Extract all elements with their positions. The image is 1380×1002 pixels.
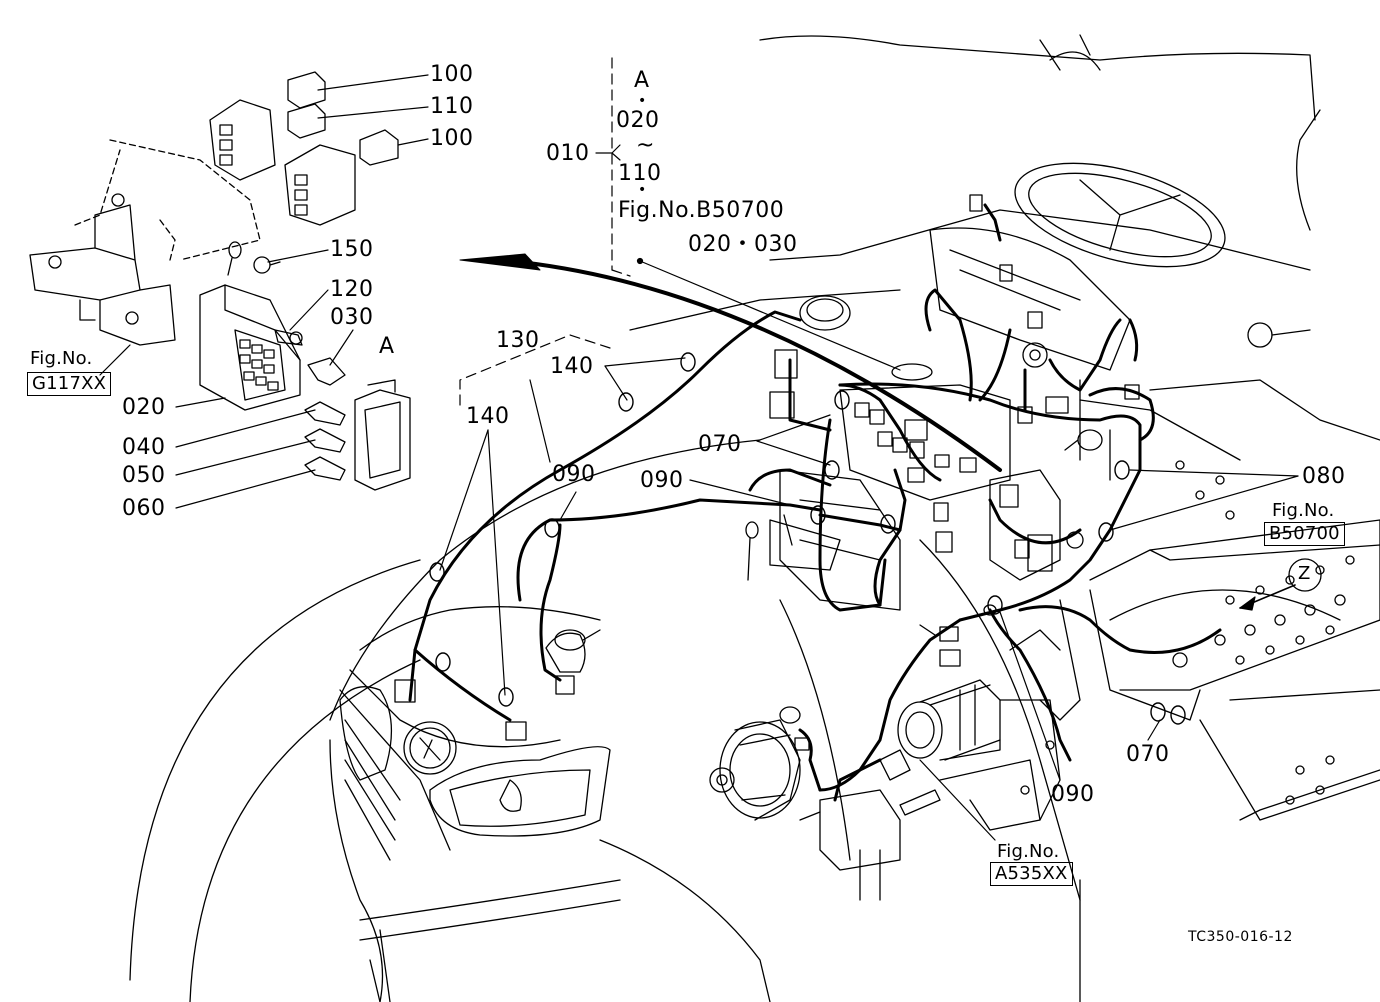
fig-ref-a535-line1: Fig.No. [997, 841, 1060, 862]
z-marker: Z [1298, 563, 1311, 584]
hood-grille [339, 606, 621, 1002]
callout-100-bottom: 100 [430, 126, 474, 151]
steering-wheel [1014, 34, 1226, 268]
wire-harness [408, 203, 1222, 802]
callout-140-upper: 140 [550, 354, 594, 379]
callout-090-lower: 090 [1051, 782, 1095, 807]
tires [129, 559, 1380, 1002]
alternator [709, 706, 810, 821]
dash-panel [799, 227, 1131, 381]
bracket-sub-parts: 020・030 [688, 232, 798, 257]
dashed-frames [459, 57, 631, 406]
bracket-range-start: 020 [616, 108, 660, 133]
fig-ref-b50700-line1: Fig.No. [1272, 500, 1335, 521]
callout-040: 040 [122, 435, 166, 460]
fig-ref-g117-line2: G117XX [27, 372, 112, 396]
callout-120: 120 [330, 277, 374, 302]
starter-motor [879, 649, 1001, 781]
fig-ref-a535-line2: A535XX [990, 862, 1073, 886]
detail-arrow [459, 253, 1002, 472]
callout-060: 060 [122, 496, 166, 521]
callout-090-mid: 090 [640, 468, 684, 493]
callout-130: 130 [496, 328, 540, 353]
bracket-range-end: 110 [618, 161, 662, 186]
callout-a-cover: A [379, 334, 395, 359]
fig-ref-b50700-line2: B50700 [1264, 522, 1345, 546]
wire-clamps [429, 352, 1186, 725]
fig-ref-g117-line1: Fig.No. [30, 348, 93, 369]
callout-100-top: 100 [430, 62, 474, 87]
callout-070-upper: 070 [698, 432, 742, 457]
callout-090-left: 090 [552, 462, 596, 487]
bracket-tilde: ~ [636, 133, 655, 158]
engine-block [819, 629, 1061, 901]
bracket-dot-2: • [638, 182, 647, 198]
tractor-body-outline [329, 35, 1321, 1002]
drawing-id: TC350-016-12 [1188, 929, 1293, 945]
switches-sensors [394, 194, 1140, 821]
callout-070-lower: 070 [1126, 742, 1170, 767]
bracket-a: A [634, 68, 650, 93]
callout-020: 020 [122, 395, 166, 420]
callout-030: 030 [330, 305, 374, 330]
bracket-fig-ref: Fig.No.B50700 [618, 198, 785, 223]
callout-010: 010 [546, 141, 590, 166]
z-marker-circle [1288, 558, 1322, 592]
leader-lines [99, 74, 1299, 841]
callout-150: 150 [330, 237, 374, 262]
right-frame-platform [1079, 322, 1380, 821]
callout-080: 080 [1302, 464, 1346, 489]
bracket-dot-1: • [638, 93, 647, 109]
callout-050: 050 [122, 463, 166, 488]
callout-140-left: 140 [466, 404, 510, 429]
callout-110: 110 [430, 94, 474, 119]
fuse-box-assembly [29, 71, 411, 491]
relay-cluster [839, 384, 1084, 581]
